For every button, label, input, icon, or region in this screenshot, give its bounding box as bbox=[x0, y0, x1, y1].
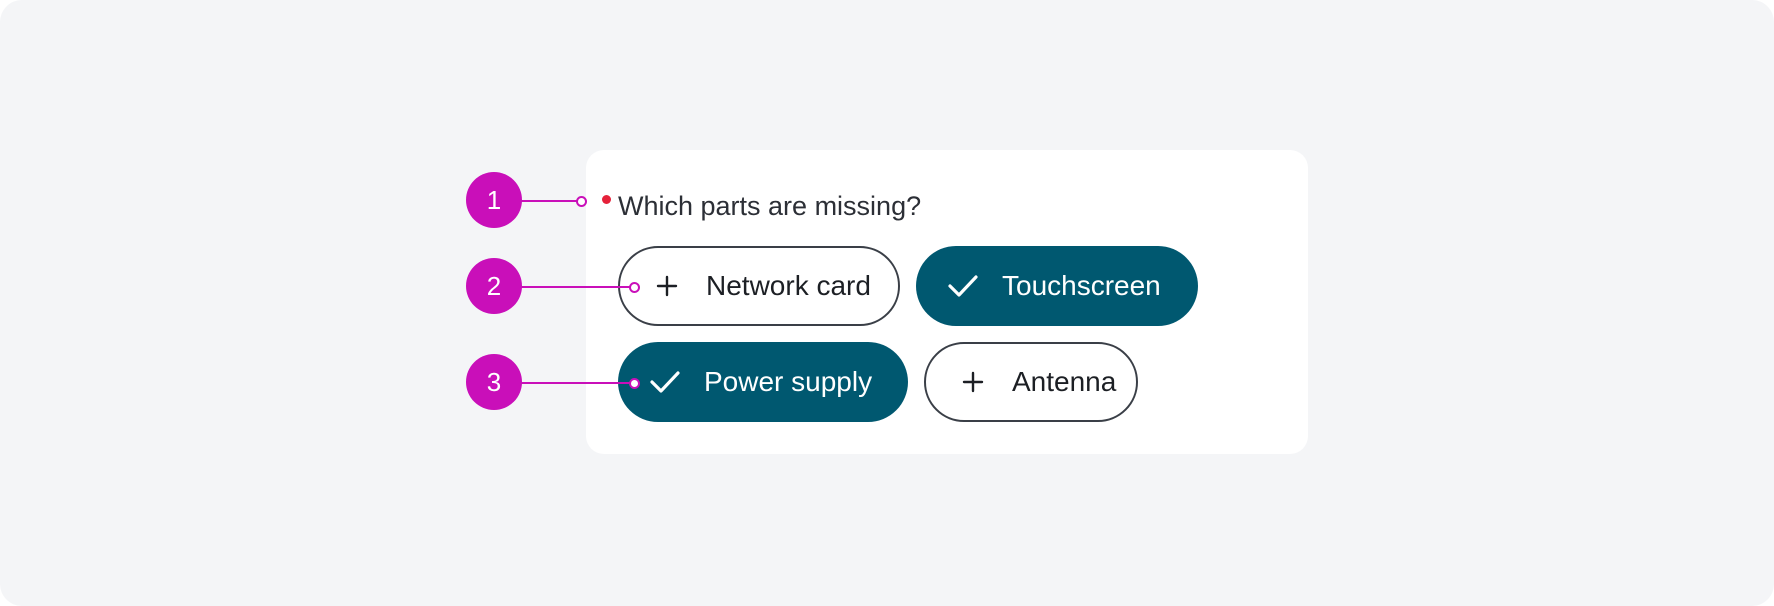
chip-power-supply[interactable]: Power supply bbox=[618, 342, 908, 422]
plus-icon bbox=[652, 271, 682, 301]
callout-marker-2: 2 bbox=[466, 258, 522, 314]
callout-connector-3 bbox=[520, 382, 630, 384]
chip-antenna[interactable]: Antenna bbox=[924, 342, 1138, 422]
question-label: Which parts are missing? bbox=[618, 191, 922, 221]
callout-anchor-2 bbox=[629, 282, 640, 293]
chip-label: Touchscreen bbox=[1002, 270, 1161, 301]
chip-touchscreen[interactable]: Touchscreen bbox=[916, 246, 1198, 326]
callout-anchor-3 bbox=[629, 378, 640, 389]
check-icon bbox=[650, 367, 680, 397]
chip-label: Power supply bbox=[704, 366, 873, 397]
callout-marker-1: 1 bbox=[466, 172, 522, 228]
check-icon bbox=[948, 271, 978, 301]
plus-icon bbox=[958, 367, 988, 397]
required-indicator bbox=[602, 195, 611, 204]
callout-connector-2 bbox=[520, 286, 630, 288]
chip-label: Network card bbox=[706, 270, 871, 301]
chip-label: Antenna bbox=[1012, 366, 1117, 397]
callout-anchor-1 bbox=[576, 196, 587, 207]
callout-marker-3: 3 bbox=[466, 354, 522, 410]
callout-connector-1 bbox=[520, 200, 580, 202]
chip-network-card[interactable]: Network card bbox=[618, 246, 900, 326]
